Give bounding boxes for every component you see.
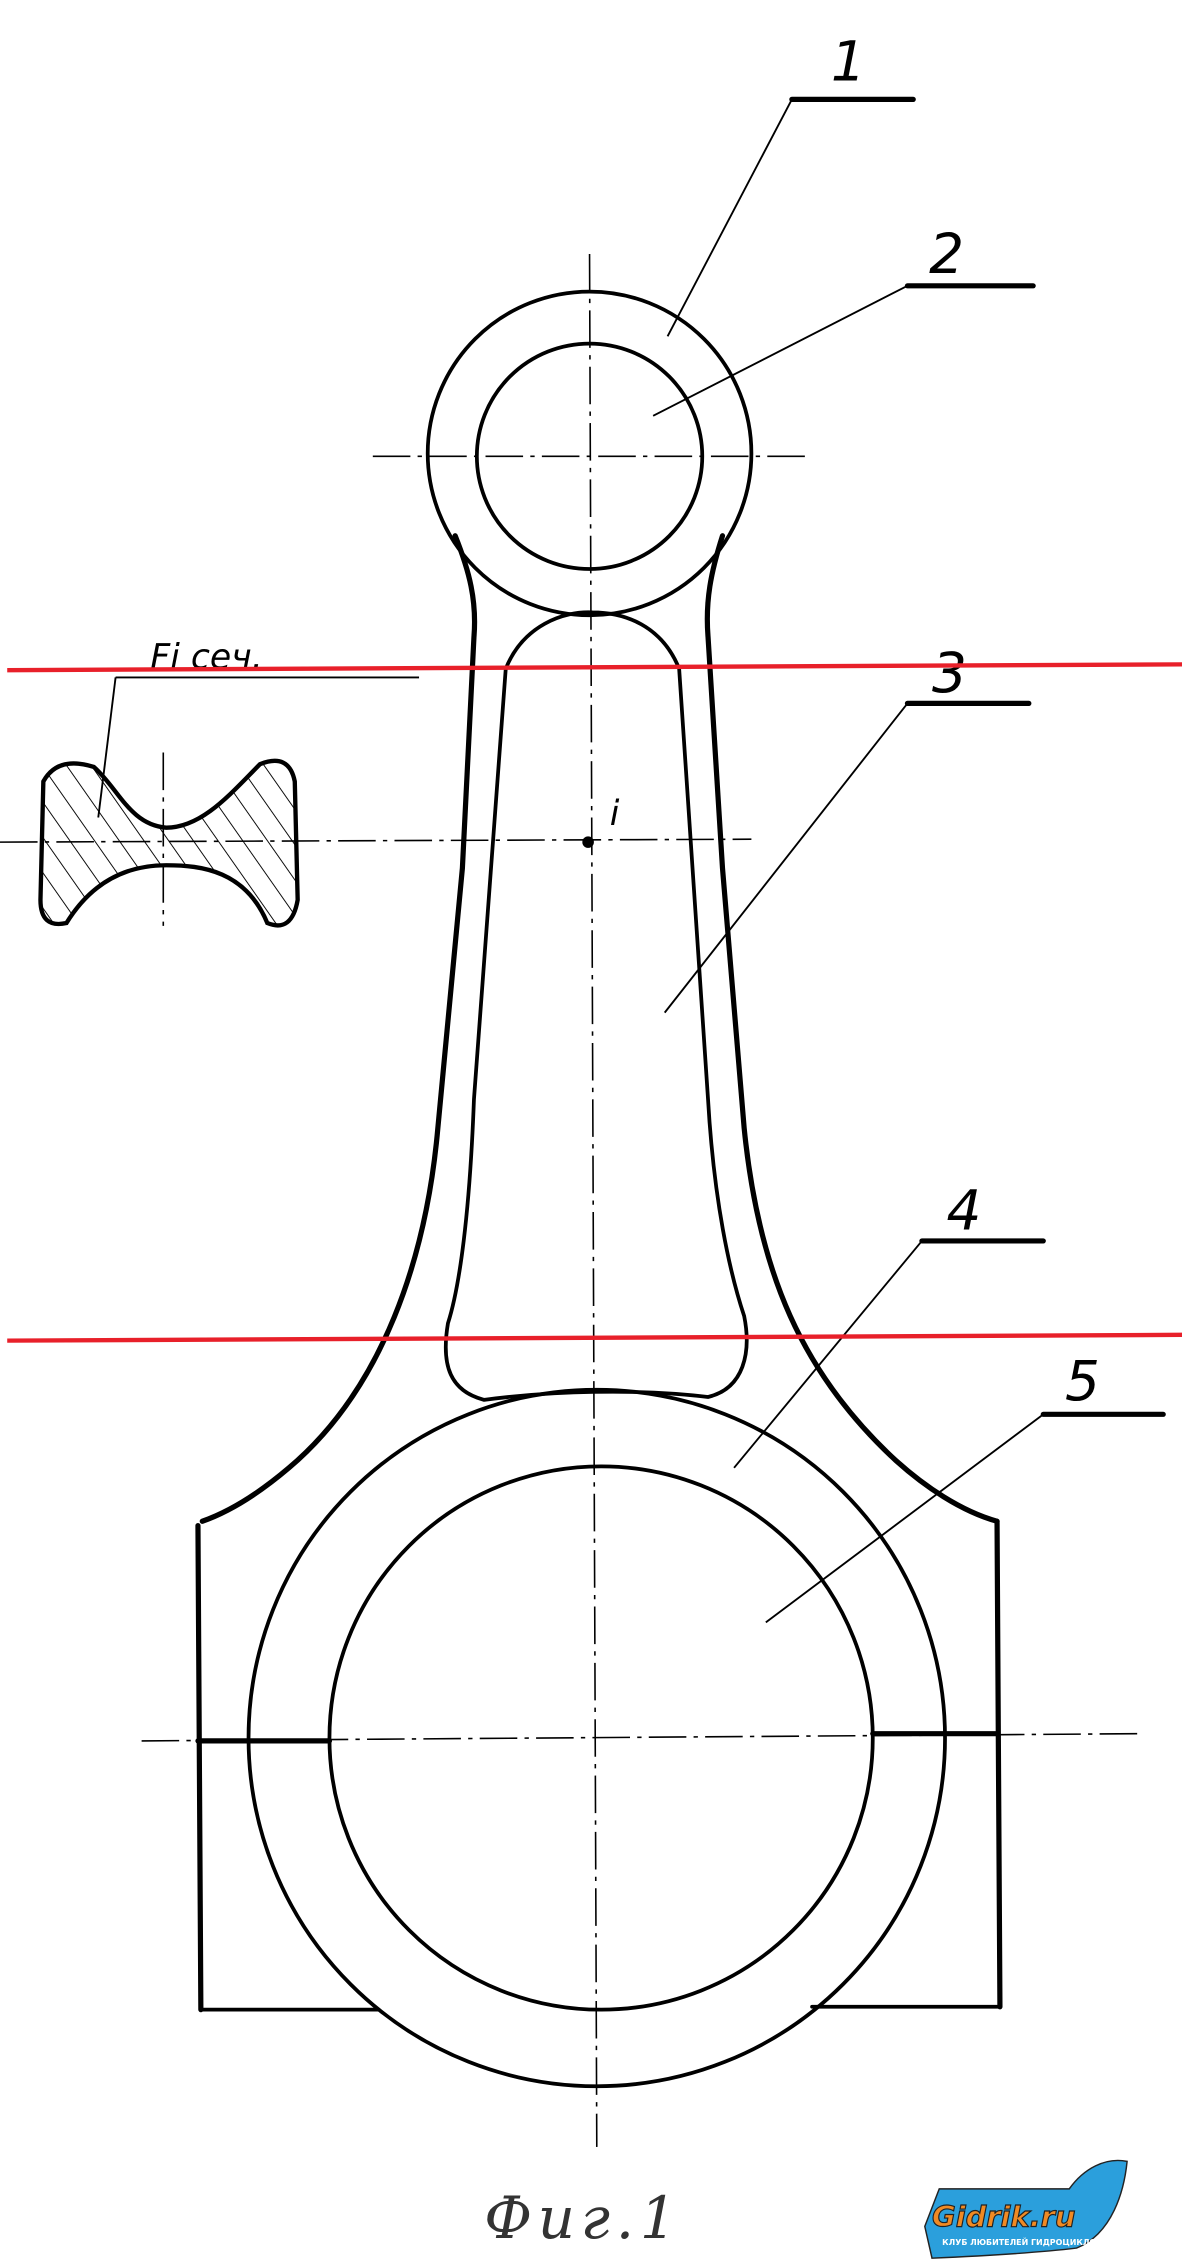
red-marker-line-top (7, 662, 1182, 673)
gidrik-logo: Gidrik.ru КЛУБ ЛЮБИТЕЛЕЙ ГИДРОЦИКЛОВ (924, 2159, 1128, 2259)
callout-3: 3 (663, 641, 1032, 1014)
callout-4: 4 (733, 1178, 1046, 1469)
svg-text:2: 2 (929, 222, 964, 286)
section-leader-line (97, 677, 117, 818)
svg-text:4: 4 (946, 1178, 981, 1242)
rod-right-profile (704, 533, 1000, 1524)
rod-inner-pocket (443, 610, 749, 1402)
cap-right-edge (994, 1518, 1003, 2010)
rod-cross-section (38, 758, 300, 928)
section-label: Fi сеч. (150, 638, 262, 678)
rod-left-profile (199, 533, 478, 1524)
figure-caption: Фиг.1 (484, 2184, 682, 2252)
small-end-bore (474, 341, 705, 571)
callout-5: 5 (765, 1349, 1166, 1624)
svg-text:КЛУБ ЛЮБИТЕЛЕЙ ГИДРОЦИКЛОВ: КЛУБ ЛЮБИТЕЛЕЙ ГИДРОЦИКЛОВ (942, 2236, 1102, 2247)
callout-1: 1 (666, 30, 916, 337)
vertical-centerline (588, 253, 598, 2147)
cap-left-edge (195, 1522, 204, 2013)
big-end-outer-circle (246, 1387, 947, 2089)
svg-text:3: 3 (932, 641, 967, 705)
point-label: i (610, 794, 620, 834)
svg-text:Gidrik.ru: Gidrik.ru (932, 2199, 1075, 2233)
callout-2: 2 (652, 222, 1036, 417)
small-end-outer-circle (425, 289, 754, 618)
centroid-point (582, 836, 594, 848)
red-marker-line-bottom (7, 1332, 1182, 1343)
big-end-bore (327, 1464, 875, 2012)
svg-text:5: 5 (1065, 1349, 1100, 1413)
svg-text:1: 1 (831, 30, 866, 94)
